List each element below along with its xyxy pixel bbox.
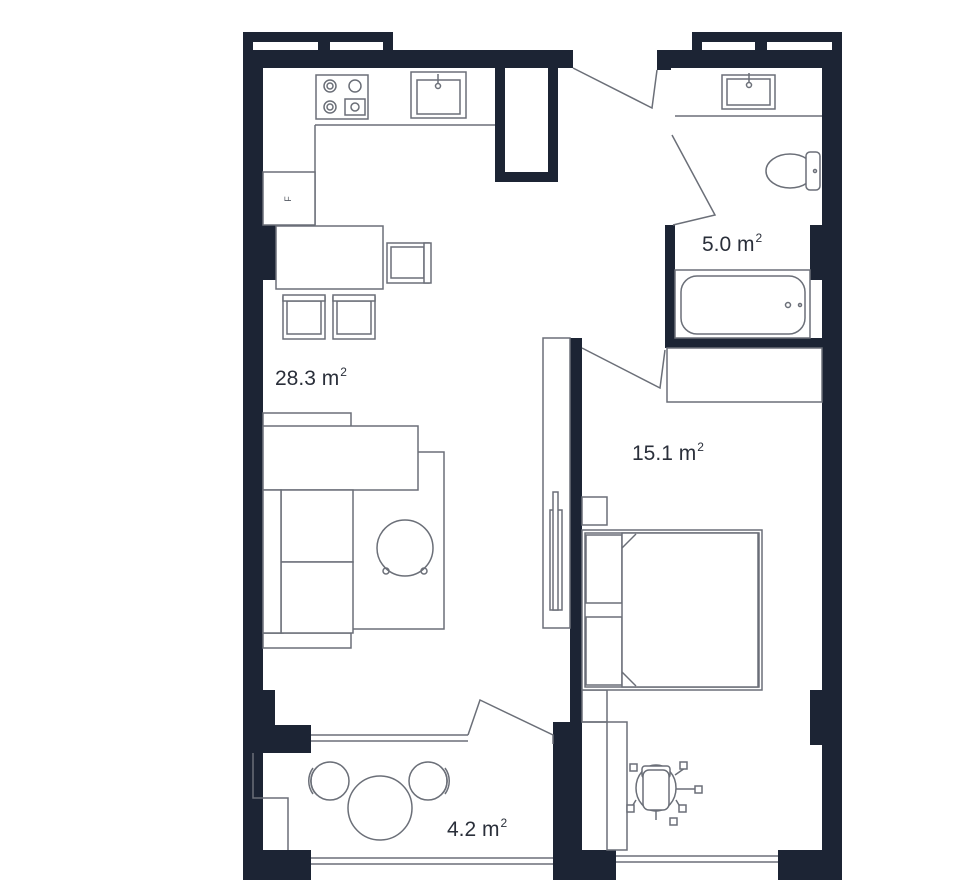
area-exponent: 2: [340, 365, 347, 379]
kitchen: F: [262, 71, 495, 226]
area-unit: m: [321, 367, 340, 390]
bathroom-fixtures: [674, 73, 821, 339]
chair-icon: [386, 242, 432, 284]
door-swings: [467, 67, 717, 744]
chair-icon: [282, 294, 326, 340]
bed-icon: [581, 529, 763, 691]
area-unit: m: [678, 442, 697, 465]
room-area-bedroom: 15.1 m2: [632, 440, 704, 466]
coffee-table: [376, 519, 434, 577]
room-area-balcony: 4.2 m2: [447, 816, 507, 842]
chair-icon: [408, 761, 450, 801]
bedroom-furniture: [549, 491, 763, 851]
bathtub-icon: [674, 269, 811, 339]
bathroom-sink-icon: [721, 73, 776, 110]
area-value: 5.0: [702, 233, 732, 256]
area-exponent: 2: [697, 440, 704, 454]
partitions: [311, 115, 823, 865]
dining-table: [275, 225, 384, 290]
kitchen-sink-icon: [410, 71, 467, 119]
balcony-table: [347, 775, 413, 841]
balcony-furniture: [252, 753, 450, 850]
area-unit: m: [482, 818, 500, 841]
area-exponent: 2: [500, 816, 508, 830]
living-set: [262, 412, 445, 649]
chair-icon: [308, 761, 350, 801]
area-value: 15.1: [632, 442, 673, 465]
area-value: 4.2: [447, 818, 477, 841]
toilet-icon: [765, 151, 821, 191]
chair-icon: [332, 294, 376, 340]
fridge-icon: F: [262, 171, 316, 226]
area-exponent: 2: [755, 231, 763, 245]
room-area-living-kitchen: 28.3 m2: [275, 365, 347, 391]
nightstand: [581, 496, 608, 723]
sofa-icon: [262, 412, 419, 649]
stove-icon: [315, 74, 369, 120]
area-value: 28.3: [275, 367, 316, 390]
fridge-label: F: [283, 196, 293, 202]
room-area-bathroom: 5.0 m2: [702, 231, 762, 257]
office-chair-icon: [626, 761, 703, 826]
tv-icon: [549, 491, 563, 611]
walls: [243, 32, 842, 880]
dining-set: [275, 225, 432, 340]
area-unit: m: [737, 233, 755, 256]
